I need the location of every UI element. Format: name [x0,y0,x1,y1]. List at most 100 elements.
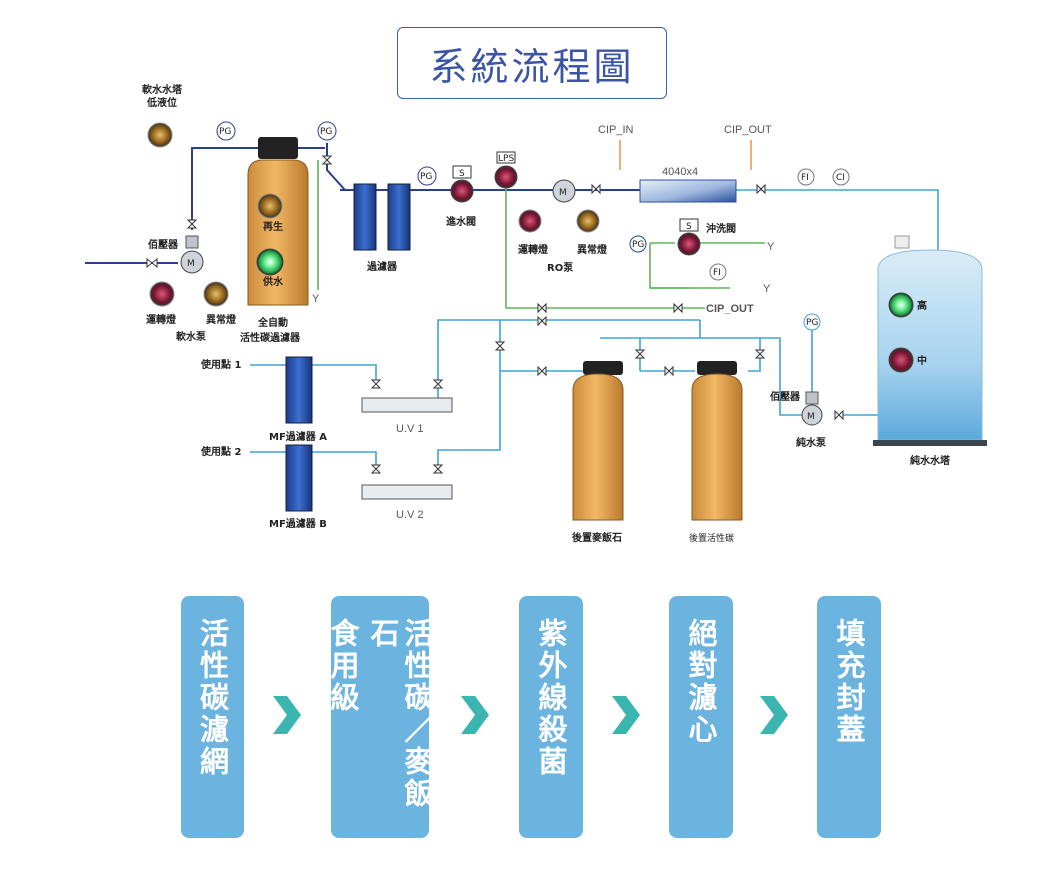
page-title: 系統流程圖 [429,44,635,89]
lps-lamp [494,165,518,189]
flow-indicator-1 [797,168,815,186]
step-2-text-sub: 食用級 [326,618,360,714]
label-mf-a: MF過濾器 A [269,430,327,443]
solenoid-box-2 [679,218,699,232]
soft-pump-running-lamp [149,281,175,307]
maifan-tank-head [583,361,623,375]
label-supply: 供水 [262,275,284,288]
carbon-filter-head [258,137,298,159]
label-uv2: U.V 2 [396,509,424,521]
step-absolute-filter: 絕對濾心 [669,596,733,838]
step-3-text: 紫外線殺菌 [534,618,568,778]
ro-abnormal-lamp [576,209,600,233]
uv-unit-1 [361,397,453,413]
pg3-label: PG [420,172,432,182]
label-auto-carbon-filter: 活性碳過濾器 [240,331,301,344]
conductivity-indicator [832,168,850,186]
label-cip-in: CIP_IN [598,124,634,136]
soft-water-pump-motor [180,250,204,274]
y-mark-2: Y [767,241,775,253]
prefilter-2 [387,183,411,251]
tank-high-level-lamp [888,292,914,318]
label-high: 高 [917,299,927,312]
label-mf-b: MF過濾器 B [269,517,327,530]
label-low-level: 低液位 [146,96,177,109]
s2-label: S [686,222,692,232]
step-5-text: 填充封蓋 [832,618,866,746]
uv-unit-2 [361,484,453,500]
inline-valves [186,155,844,474]
label-soft-pump: 軟水泵 [176,330,207,343]
pressure-gauge-5 [803,313,821,331]
lps-label: LPS [498,154,514,164]
soft-pump-abnormal-lamp [203,281,229,307]
s1-label: S [459,169,465,179]
tank-mid-level-lamp [888,347,914,373]
step-uv-sterilization: 紫外線殺菌 [519,596,583,838]
regen-lamp [257,193,283,219]
label-post-maifan: 後置麥飯石 [572,531,622,544]
label-pressure-tank-1: 佰壓器 [148,238,179,251]
label-pure-tank: 純水水塔 [910,454,951,467]
label-use-point-1: 使用點 1 [200,358,241,371]
post-carbon-tank [691,373,743,521]
pipes-orange [619,140,752,170]
label-regen: 再生 [263,220,283,233]
label-use-point-2: 使用點 2 [200,445,241,458]
pipes-green [317,160,765,309]
supply-lamp [256,248,284,276]
pg5-label: PG [806,318,818,328]
label-flush-valve: 沖洗閥 [706,222,736,235]
label-inlet-valve: 進水閥 [446,215,476,228]
step-2-text-main: 活性碳／麥飯石 [366,618,434,810]
title-box: 系統流程圖 [397,27,667,99]
pump-tank-1 [185,235,199,249]
label-abnormal-light-1: 異常燈 [206,313,237,326]
step-carbon-maifan: 活性碳／麥飯石 食用級 [326,596,434,838]
pg2-label: PG [320,127,332,137]
label-membrane: 4040x4 [662,166,698,178]
valve-1 [146,257,158,269]
pg4-label: PG [632,240,644,250]
label-abnormal-light-2: 異常燈 [577,243,608,256]
ci-label: CI [836,173,845,183]
soft-tank-low-level-lamp [147,122,173,148]
label-mid: 中 [917,354,927,367]
pressure-gauge-1 [216,121,236,141]
label-auto: 全自動 [257,316,288,329]
flush-valve-lamp [677,232,701,256]
pump-tank-2 [805,391,819,405]
y-mark-3: Y [763,283,771,295]
label-uv1: U.V 1 [396,423,424,435]
pure-water-tank [877,249,983,441]
pressure-gauge-4 [629,235,647,253]
lps-box [496,151,516,164]
chevron-right-icon [461,696,489,734]
label-post-carbon: 後置活性碳 [689,532,734,544]
label-cip-out-mid: CIP_OUT [706,303,754,315]
motor-m-2: M [559,188,567,198]
chevron-right-icon [273,696,301,734]
tank-base [873,440,987,446]
step-fill-cap: 填充封蓋 [817,596,881,838]
pressure-gauge-3 [417,166,437,186]
motor-m-3: M [807,412,815,422]
pressure-gauge-2 [317,121,337,141]
carbon2-tank-head [697,361,737,375]
fi1-label: FI [801,173,809,183]
step-carbon-mesh: 活性碳濾網 [181,596,244,838]
tank-sensor [894,235,910,249]
solenoid-box-1 [452,165,472,179]
label-ro-pump: RO泵 [547,262,574,274]
fi2-label: FI [713,268,721,278]
chevron-right-icon [612,696,640,734]
mf-filter-a [285,356,313,424]
pg1-label: PG [219,127,231,137]
motor-m-1: M [187,259,195,269]
label-running-light-2: 運轉燈 [518,243,549,256]
ro-membrane [639,179,737,203]
label-running-light-1: 運轉燈 [146,313,177,326]
y-mark-1: Y [312,293,320,305]
prefilter-1 [353,183,377,251]
